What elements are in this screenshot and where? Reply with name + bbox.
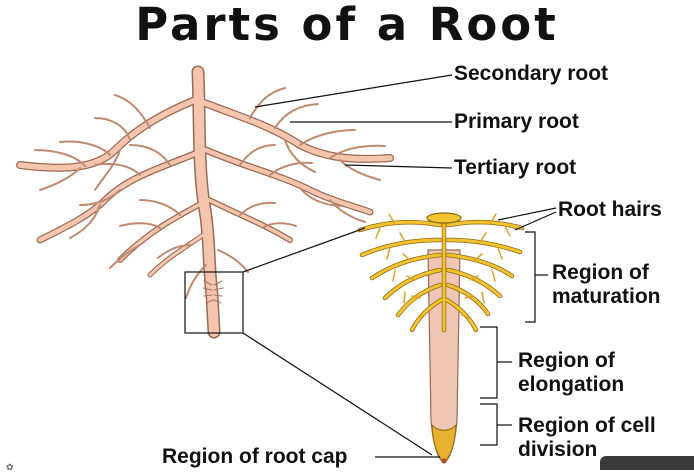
label-maturation-line2: maturation (552, 285, 661, 309)
leader-tertiary-root (345, 165, 452, 168)
label-division-line1: Region of cell (518, 414, 656, 438)
leader-root-hairs-a (498, 208, 556, 220)
root-system-illustration (20, 72, 390, 332)
label-primary-root: Primary root (454, 110, 579, 134)
site-logo-icon: ✿ (6, 463, 14, 473)
label-elongation-line2: elongation (518, 373, 624, 397)
bracket-elongation (480, 327, 497, 398)
label-maturation-line1: Region of (552, 261, 649, 285)
bracket-maturation (525, 232, 535, 322)
bracket-division (480, 404, 497, 445)
root-cap-tip (442, 459, 447, 464)
label-elongation-line1: Region of (518, 349, 615, 373)
image-size-badge (600, 456, 694, 470)
label-tertiary-root: Tertiary root (454, 156, 576, 180)
label-secondary-root: Secondary root (454, 62, 608, 86)
label-root-cap: Region of root cap (162, 445, 348, 469)
leader-zoom-top (243, 228, 365, 272)
root-cross-section (427, 213, 461, 223)
leader-secondary-root (255, 75, 452, 107)
root-tip-illustration (360, 213, 522, 464)
label-root-hairs: Root hairs (558, 198, 662, 222)
label-division-line2: division (518, 438, 597, 462)
leader-zoom-bottom (243, 333, 432, 455)
